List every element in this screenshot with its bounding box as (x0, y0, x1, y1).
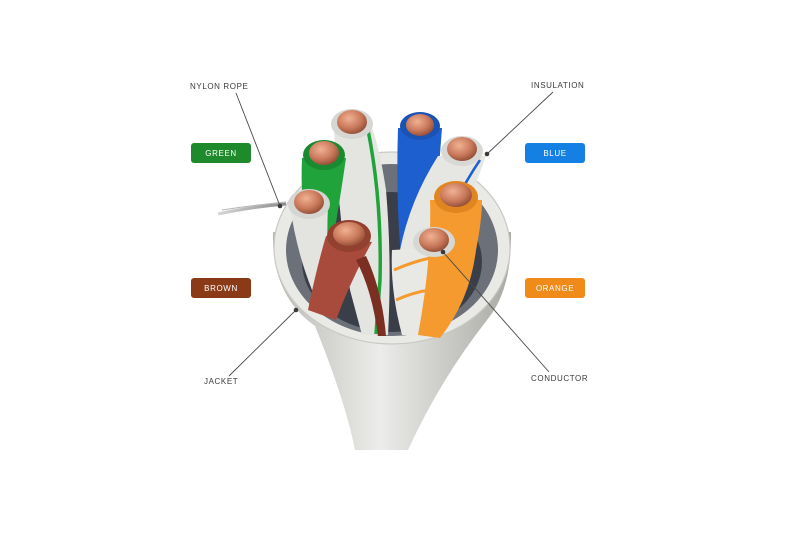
label-nylon-rope: NYLON ROPE (190, 82, 249, 91)
leader-nylon-rope (235, 92, 281, 207)
label-insulation: INSULATION (531, 81, 585, 90)
leader-conductor (442, 251, 550, 373)
conductor-top (413, 227, 455, 257)
leader-insulation (486, 91, 554, 155)
badge-green: GREEN (191, 143, 251, 163)
label-jacket: JACKET (204, 377, 239, 386)
label-conductor: CONDUCTOR (531, 374, 589, 383)
badge-brown: BROWN (191, 278, 251, 298)
brown-wire (308, 220, 386, 336)
badge-orange: ORANGE (525, 278, 585, 298)
leader-lines (228, 91, 554, 377)
badge-blue: BLUE (525, 143, 585, 163)
leader-jacket (228, 309, 297, 377)
